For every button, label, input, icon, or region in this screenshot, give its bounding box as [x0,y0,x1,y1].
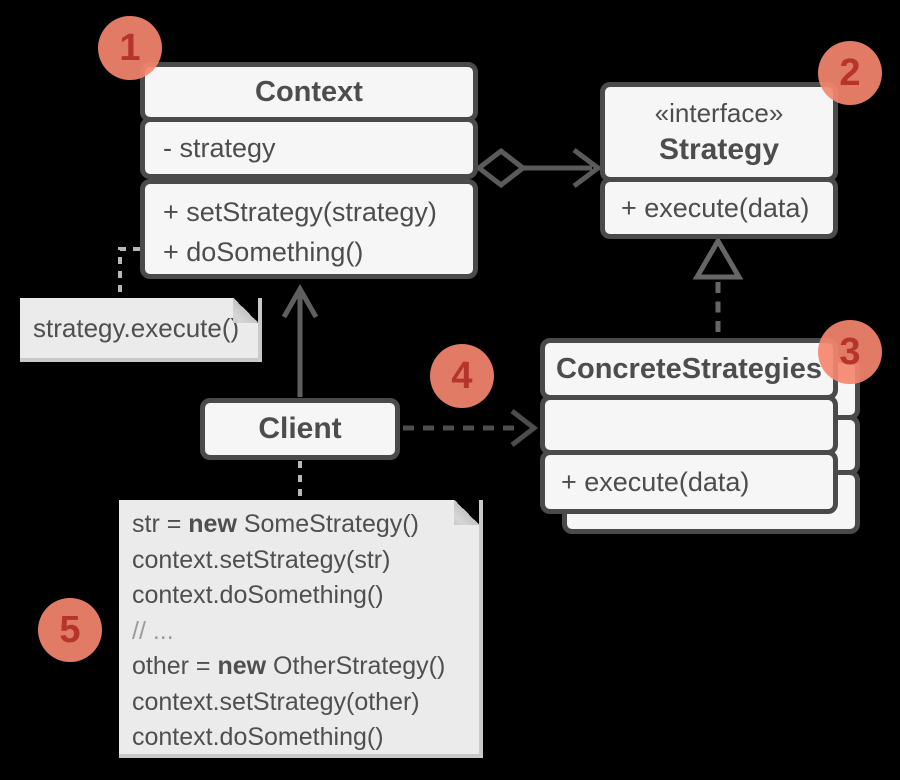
client-concrete-arrowhead-icon [510,409,539,447]
code-text: SomeStrategy() [236,510,419,538]
context-methods: + setStrategy(strategy) + doSomething() [140,179,478,279]
code-line-4-comment: // ... [132,616,174,645]
concrete-strategies-class: ConcreteStrategies + execute(data) [540,338,838,514]
code-line-3: context.doSomething() [132,581,384,609]
strategy-interface: «interface» Strategy + execute(data) [600,82,838,239]
note-client-code: str = new SomeStrategy() context.setStra… [119,500,483,758]
context-method-dosomething: + doSomething() [163,237,364,267]
strategy-title: «interface» Strategy [600,82,838,182]
strategy-stereotype: «interface» [654,98,784,128]
step-badge-2: 2 [818,41,882,105]
client-concrete-dashed-arrow [403,409,539,447]
context-title: Context [140,62,478,122]
step-badge-4: 4 [430,344,494,408]
client-context-arrow [281,283,319,397]
note-call-connector [118,247,140,296]
concrete-strategies-method-execute: + execute(data) [540,450,838,514]
code-line-7: context.doSomething() [132,723,384,751]
aggregation-arrowhead-icon [572,148,603,188]
code-line-6: context.setStrategy(other) [132,687,420,716]
realization-connector [692,236,744,337]
client-context-arrowhead-icon [281,283,319,319]
concrete-strategies-title: ConcreteStrategies [540,338,838,400]
code-text: other = [132,652,218,680]
concrete-strategies-empty-compartment [540,395,838,455]
code-text: OtherStrategy() [266,652,446,680]
step-badge-5: 5 [38,598,102,662]
code-text: str = [132,510,189,538]
inheritance-triangle-icon [692,236,744,280]
aggregation-connector [474,147,603,189]
step-badge-3: 3 [818,320,882,384]
context-method-setstrategy: + setStrategy(strategy) [163,197,437,227]
note-fold-icon [454,500,479,525]
aggregation-diamond-icon [474,147,528,189]
code-line-5: other = new OtherStrategy() [132,649,479,685]
note-fold-icon [233,298,258,323]
step-badge-1: 1 [98,16,162,80]
client-title: Client [200,398,400,460]
client-class: Client [200,398,400,460]
context-class: Context - strategy + setStrategy(strateg… [140,62,478,279]
note-strategy-execute: strategy.execute() [20,298,262,362]
context-field: - strategy [140,117,478,179]
strategy-method-execute: + execute(data) [600,177,838,239]
note-call-text: strategy.execute() [33,312,240,343]
code-keyword-new: new [188,510,237,538]
code-line-2: context.setStrategy(str) [132,545,391,574]
code-keyword-new: new [217,652,267,680]
strategy-name: Strategy [658,133,780,166]
code-line-1: str = new SomeStrategy() [132,507,479,543]
